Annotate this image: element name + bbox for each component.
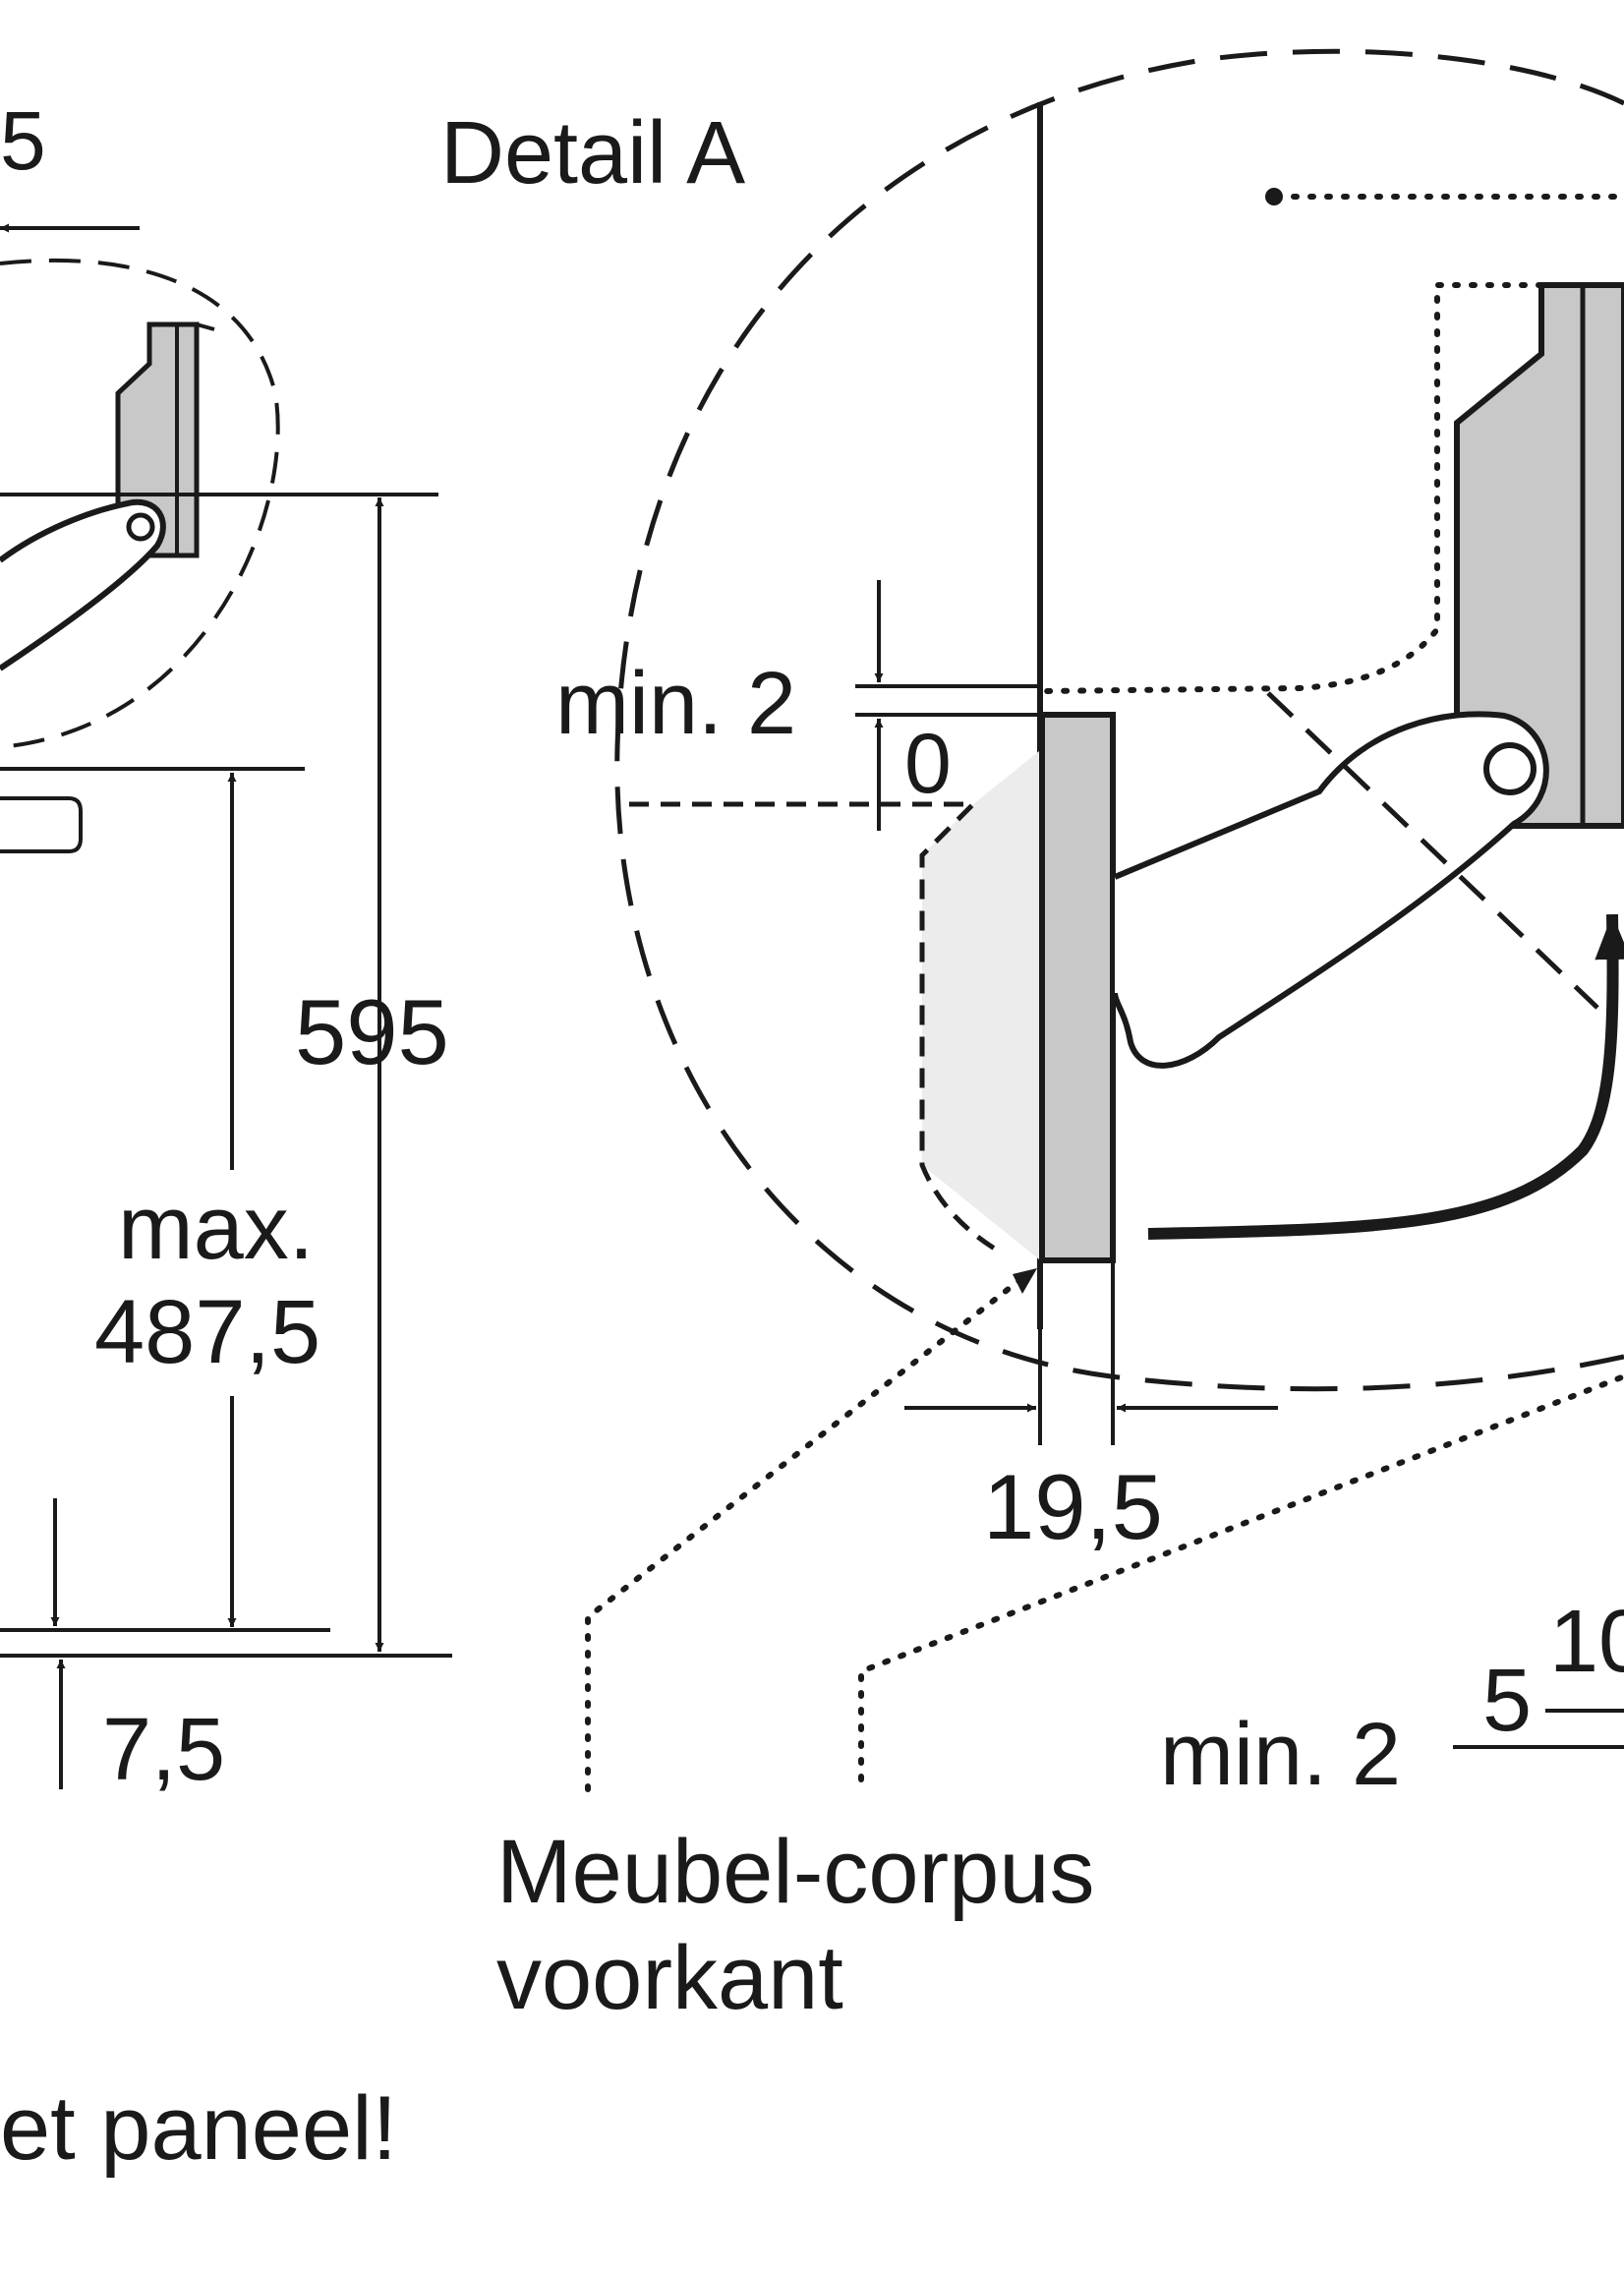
dim-top-partial: 5: [0, 94, 46, 187]
detail-a-title: Detail A: [440, 104, 745, 203]
dim-595: 595: [295, 980, 449, 1083]
detail-circle-small: [0, 258, 280, 749]
dim-7-5: 7,5: [102, 1701, 225, 1799]
callout-label-line2: voorkant: [496, 1928, 843, 2028]
dim-5: 5: [1482, 1652, 1532, 1750]
callout-leader-2: [858, 1373, 1624, 1782]
movement-arrow: [1147, 913, 1624, 1240]
hinge-pivot: [1483, 742, 1537, 795]
hinge-arm-small: [0, 498, 166, 671]
door-panel: [1039, 712, 1116, 1263]
dim-zero: 0: [904, 717, 952, 811]
dim-min-2-top: min. 2: [555, 655, 796, 753]
dotted-outline-plate: [1039, 282, 1544, 694]
dim-487-5: 487,5: [94, 1282, 320, 1382]
panel-note-partial: et paneel!: [0, 2078, 397, 2179]
hinge-pivot-small: [126, 512, 155, 542]
dim-max-label: max.: [118, 1178, 314, 1278]
detail-a: Detail A min. 2 0 19,5 min. 2 5 10 Meube…: [440, 48, 1624, 2028]
callout-leader-1: [585, 1275, 1025, 1792]
dim-10-partial: 10: [1549, 1593, 1624, 1691]
dim-min-2-bottom: min. 2: [1160, 1706, 1401, 1804]
detail-circle-large: [614, 48, 1624, 1392]
callout-label-line1: Meubel-corpus: [496, 1822, 1095, 1922]
door-ghost: [922, 747, 1044, 1263]
dim-19-5: 19,5: [983, 1455, 1163, 1558]
hinge-arm: [1112, 711, 1549, 1069]
left-view: 5 595 max. 487,5 7,5 et paneel!: [0, 94, 452, 2179]
